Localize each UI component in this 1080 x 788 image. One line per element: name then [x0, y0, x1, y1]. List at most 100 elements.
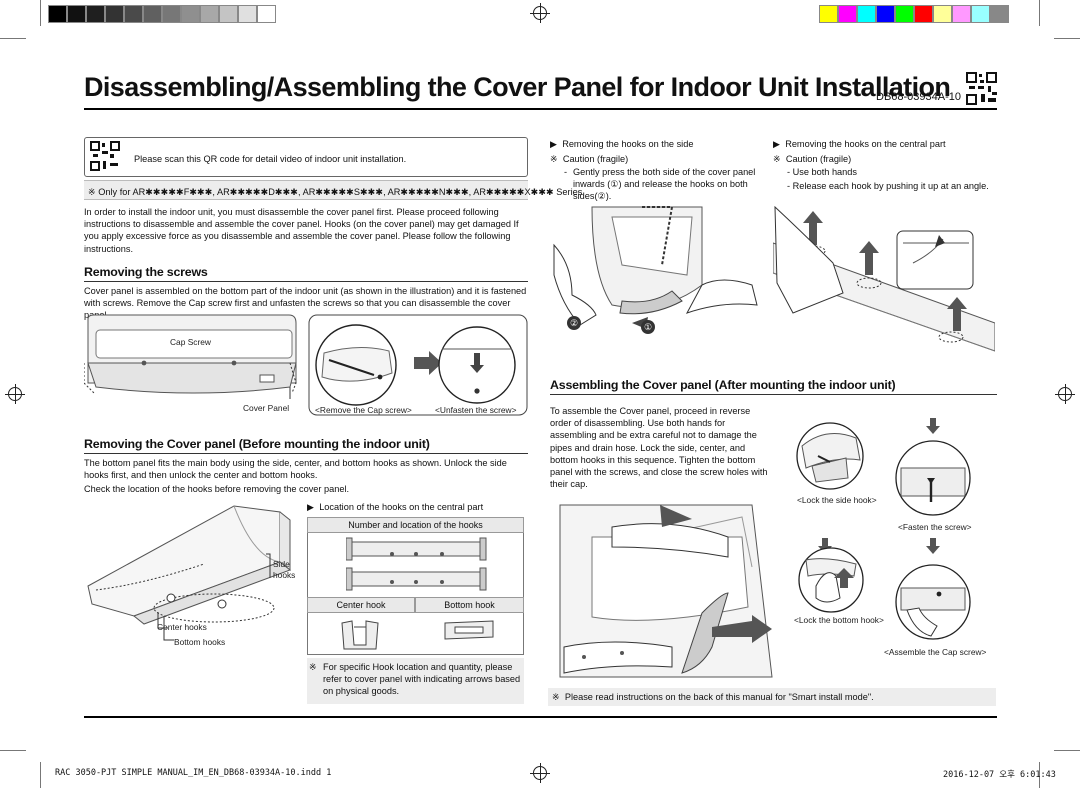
color-swatch: [143, 5, 162, 23]
step-1-marker: ①: [644, 322, 652, 332]
central-hook-removal-illustration: [773, 205, 995, 352]
indoor-unit-hooks-illustration: [87, 505, 292, 641]
note-mark: ※: [552, 692, 560, 702]
section-heading-assembling: Assembling the Cover panel (After mounti…: [550, 378, 896, 392]
bottom-rule: [84, 716, 997, 718]
cap-screw-illustration: [84, 314, 528, 416]
title-rule: [84, 108, 997, 110]
central-item-2: Release each hook by pushing it up at an…: [792, 181, 989, 191]
smart-install-note: Please read instructions on the back of …: [564, 692, 874, 702]
fasten-caption: <Fasten the screw>: [898, 522, 972, 532]
color-swatch: [105, 5, 124, 23]
assemble-cap-screw-illustration: [895, 564, 971, 640]
color-swatch: [876, 5, 895, 23]
step-2-marker: ②: [570, 318, 578, 328]
color-swatch: [990, 5, 1009, 23]
crop-mark: [40, 0, 41, 26]
color-swatch: [67, 5, 86, 23]
hook-rail-illustration: [346, 537, 487, 591]
document-code: DB68-03934A-10: [876, 91, 962, 103]
central-caution: Caution (fragile): [785, 154, 852, 164]
color-swatch: [48, 5, 67, 23]
assembling-illustration: [559, 504, 773, 678]
section-heading-screws: Removing the screws: [84, 265, 208, 279]
registration-mark-icon: [530, 3, 550, 23]
fasten-screw-illustration: [895, 440, 971, 516]
cover-panel-label: Cover Panel: [243, 403, 290, 413]
color-swatch: [952, 5, 971, 23]
lock-bottom-hook-illustration: [798, 547, 864, 613]
footer-date: 2016-12-07 오후 6:01:43: [943, 770, 1056, 780]
crop-mark: [40, 762, 41, 788]
hook-note-text: For specific Hook location and quantity,…: [323, 662, 521, 697]
qr-note-text: Please scan this QR code for detail vide…: [134, 154, 407, 164]
color-swatch: [971, 5, 990, 23]
qr-code-icon: [90, 141, 120, 171]
color-swatch: [200, 5, 219, 23]
central-removal-title: Removing the hooks on the central part: [785, 139, 946, 149]
lock-bottom-caption: <Lock the bottom hook>: [794, 615, 884, 625]
smart-note-band: [548, 688, 996, 706]
color-swatch: [838, 5, 857, 23]
section-rule: [84, 453, 528, 454]
qr-code-icon: [966, 72, 998, 106]
remove-cap-caption: <Remove the Cap screw>: [315, 405, 412, 415]
color-swatch: [819, 5, 838, 23]
removing-cover-text-2: Check the location of the hooks before r…: [84, 484, 350, 494]
hooks-location-caption: Location of the hooks on the central par…: [319, 502, 484, 512]
center-hooks-label: Center hooks: [157, 622, 207, 632]
dash-marker: -: [787, 181, 791, 191]
crop-mark: [0, 750, 26, 751]
crop-mark: [1039, 0, 1040, 26]
lock-side-hook-illustration: [796, 422, 864, 490]
bottom-hooks-label: Bottom hooks: [174, 637, 226, 647]
dash-marker: -: [787, 167, 791, 177]
dash-marker: -: [564, 167, 568, 177]
lock-side-caption: <Lock the side hook>: [797, 495, 877, 505]
footer-file-name: RAC 3050-PJT SIMPLE MANUAL_IM_EN_DB68-03…: [55, 768, 332, 778]
arrow-marker: ▶: [307, 502, 315, 512]
section-heading-removing-cover: Removing the Cover panel (Before mountin…: [84, 437, 430, 451]
note-mark: ※: [550, 154, 558, 164]
side-hook-removal-illustration: ② ①: [553, 206, 758, 334]
color-swatch: [257, 5, 276, 23]
center-hook-illustration: [341, 620, 379, 650]
registration-mark-icon: [1055, 384, 1075, 404]
arrow-down-icon: [926, 418, 940, 434]
central-item-1: Use both hands: [792, 167, 857, 177]
crop-mark: [1039, 762, 1040, 788]
crop-mark: [1054, 750, 1080, 751]
crop-mark: [0, 38, 26, 39]
page-title: Disassembling/Assembling the Cover Panel…: [84, 72, 951, 102]
color-swatch: [895, 5, 914, 23]
model-note-band: [84, 180, 528, 200]
hook-note-band: [307, 658, 524, 704]
color-swatch: [162, 5, 181, 23]
color-swatch: [86, 5, 105, 23]
crop-mark: [1054, 38, 1080, 39]
color-swatch: [857, 5, 876, 23]
center-hook-header: Center hook: [307, 597, 415, 613]
color-swatch: [219, 5, 238, 23]
bottom-hook-illustration: [444, 620, 494, 640]
color-swatch: [124, 5, 143, 23]
note-mark: ※: [773, 154, 781, 164]
section-rule: [84, 281, 528, 282]
color-swatch: [181, 5, 200, 23]
side-removal-title: Removing the hooks on the side: [562, 139, 694, 149]
color-swatch: [238, 5, 257, 23]
arrow-marker: ▶: [550, 139, 558, 149]
side-caution: Caution (fragile): [562, 154, 629, 164]
cap-screw-label: Cap Screw: [170, 337, 211, 347]
color-swatch: [933, 5, 952, 23]
note-mark: ※: [309, 662, 317, 672]
color-swatch: [914, 5, 933, 23]
model-note-text: ※ Only for AR✱✱✱✱✱F✱✱✱, AR✱✱✱✱✱D✱✱✱, AR✱…: [88, 187, 583, 197]
assemble-cap-caption: <Assemble the Cap screw>: [884, 647, 987, 657]
qr-note-box: [84, 137, 528, 177]
bottom-hook-header: Bottom hook: [415, 597, 524, 613]
assembling-text: To assemble the Cover panel, proceed in …: [550, 406, 768, 490]
unfasten-caption: <Unfasten the screw>: [435, 405, 517, 415]
hook-table-header: Number and location of the hooks: [307, 517, 524, 533]
registration-mark-icon: [530, 763, 550, 783]
